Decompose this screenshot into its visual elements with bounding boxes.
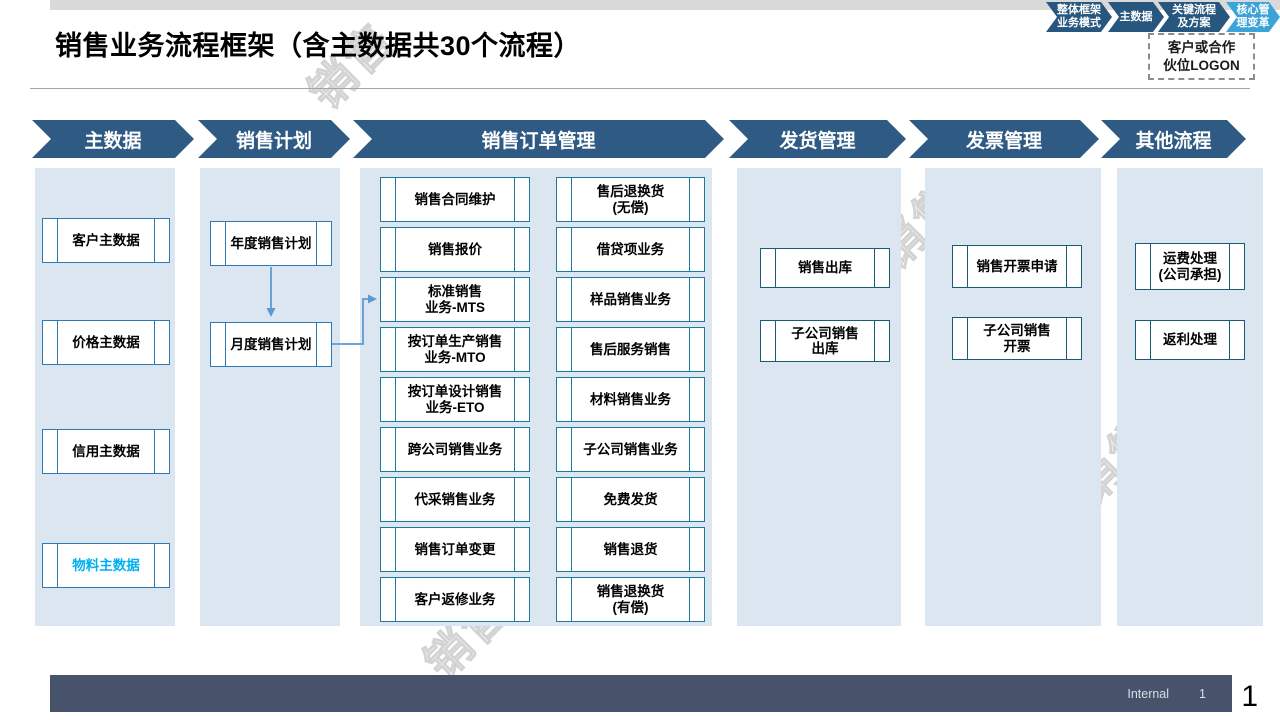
process-box-material-sales: 材料销售业务 xyxy=(556,377,705,422)
nav-tab-label: 整体框架 业务模式 xyxy=(1057,4,1101,29)
process-box-sales-outbound: 销售出库 xyxy=(760,248,890,288)
watermark: 销售 xyxy=(298,11,407,120)
process-box-sales-contract-maintenance: 销售合同维护 xyxy=(380,177,530,222)
process-box-label: 物料主数据 xyxy=(72,557,140,573)
process-box-label: 销售开票申请 xyxy=(976,258,1058,274)
process-box-label: 子公司销售 出库 xyxy=(791,325,859,356)
process-box-label: 客户返修业务 xyxy=(414,591,496,607)
process-box-cross-company-sales: 跨公司销售业务 xyxy=(380,427,530,472)
process-box-after-sales-return-free: 售后退换货 (无偿) xyxy=(556,177,705,222)
nav-tab-overall-framework: 整体框架 业务模式 xyxy=(1046,2,1112,32)
process-box-make-to-order-sales-mto: 按订单生产销售 业务-MTO xyxy=(380,327,530,372)
process-box-standard-sales-mts: 标准销售 业务-MTS xyxy=(380,277,530,322)
column-header-delivery-management: 发货管理 xyxy=(729,120,906,158)
process-box-sales-order-change: 销售订单变更 xyxy=(380,527,530,572)
process-box-label: 信用主数据 xyxy=(72,443,140,459)
process-box-customer-repair: 客户返修业务 xyxy=(380,577,530,622)
process-box-label: 标准销售 业务-MTS xyxy=(425,284,485,315)
process-box-label: 子公司销售 开票 xyxy=(983,323,1051,354)
process-box-label: 销售退换货 (有偿) xyxy=(596,584,665,615)
process-box-label: 客户主数据 xyxy=(72,232,140,248)
process-box-label: 按订单设计销售 业务-ETO xyxy=(407,384,503,415)
process-box-label: 销售出库 xyxy=(798,260,852,276)
process-box-label: 销售报价 xyxy=(428,241,482,257)
process-box-sales-quotation: 销售报价 xyxy=(380,227,530,272)
column-header-label: 销售计划 xyxy=(235,130,312,152)
process-box-subsidiary-sales: 子公司销售业务 xyxy=(556,427,705,472)
corner-page-number: 1 xyxy=(1241,680,1258,713)
process-box-label: 销售合同维护 xyxy=(414,191,496,207)
process-box-label: 售后服务销售 xyxy=(590,341,671,357)
column-header-other-processes: 其他流程 xyxy=(1101,120,1246,158)
slide-title: 销售业务流程框架（含主数据共30个流程） xyxy=(55,31,582,61)
title-divider xyxy=(30,88,1250,89)
process-box-engineer-to-order-sales-eto: 按订单设计销售 业务-ETO xyxy=(380,377,530,422)
process-box-label: 返利处理 xyxy=(1163,332,1217,348)
process-box-sales-return: 销售退货 xyxy=(556,527,705,572)
nav-tab-master-data: 主数据 xyxy=(1108,2,1164,32)
process-box-sales-billing-request: 销售开票申请 xyxy=(952,245,1082,288)
column-header-label: 发票管理 xyxy=(965,130,1042,152)
process-box-label: 借贷项业务 xyxy=(596,241,665,257)
footer-slide-number: 1 xyxy=(1199,686,1206,701)
column-header-invoice-management: 发票管理 xyxy=(909,120,1099,158)
process-box-sales-return-paid: 销售退换货 (有偿) xyxy=(556,577,705,622)
process-box-price-master-data: 价格主数据 xyxy=(42,320,170,365)
nav-tab-key-processes: 关键流程 及方案 xyxy=(1158,2,1230,32)
column-header-sales-plan: 销售计划 xyxy=(198,120,350,158)
process-box-sample-sales: 样品销售业务 xyxy=(556,277,705,322)
process-box-annual-sales-plan: 年度销售计划 xyxy=(210,221,332,266)
process-box-label: 代采销售业务 xyxy=(414,491,496,507)
process-box-label: 价格主数据 xyxy=(72,334,140,350)
process-box-purchase-agency-sales: 代采销售业务 xyxy=(380,477,530,522)
nav-tab-label: 关键流程 及方案 xyxy=(1172,4,1216,29)
process-box-rebate-handling: 返利处理 xyxy=(1135,320,1245,360)
process-box-debit-credit-memo: 借贷项业务 xyxy=(556,227,705,272)
top-strip xyxy=(50,0,1280,10)
process-box-subsidiary-sales-outbound: 子公司销售 出库 xyxy=(760,320,890,362)
process-box-label: 运费处理 (公司承担) xyxy=(1158,251,1222,282)
partner-logo-text: 客户或合作 伙位LOGON xyxy=(1163,39,1240,73)
column-panel-invoice-management xyxy=(925,168,1101,626)
nav-tab-label: 核心管 理变革 xyxy=(1236,4,1270,29)
process-box-label: 销售订单变更 xyxy=(414,541,496,557)
process-box-subsidiary-sales-billing: 子公司销售 开票 xyxy=(952,317,1082,360)
process-box-free-delivery: 免费发货 xyxy=(556,477,705,522)
process-box-credit-master-data: 信用主数据 xyxy=(42,429,170,474)
column-panel-delivery-management xyxy=(737,168,901,626)
process-box-label: 免费发货 xyxy=(603,491,658,507)
process-box-label: 年度销售计划 xyxy=(230,235,312,251)
column-header-label: 主数据 xyxy=(84,130,142,152)
process-box-label: 销售退货 xyxy=(603,541,658,557)
column-header-label: 发货管理 xyxy=(779,130,856,152)
process-box-label: 月度销售计划 xyxy=(230,336,312,352)
column-panel-other-processes xyxy=(1117,168,1263,626)
process-box-monthly-sales-plan: 月度销售计划 xyxy=(210,322,332,367)
partner-logo-placeholder: 客户或合作 伙位LOGON xyxy=(1148,33,1255,80)
footer-bar: Internal 1 xyxy=(50,675,1232,712)
process-box-label: 跨公司销售业务 xyxy=(407,441,503,457)
process-box-freight-handling: 运费处理 (公司承担) xyxy=(1135,243,1245,290)
column-header-sales-order-management: 销售订单管理 xyxy=(353,120,724,158)
process-box-label: 按订单生产销售 业务-MTO xyxy=(407,334,503,365)
column-header-label: 销售订单管理 xyxy=(481,130,596,152)
process-box-label: 售后退换货 (无偿) xyxy=(596,184,665,215)
process-box-after-sales-service-sales: 售后服务销售 xyxy=(556,327,705,372)
process-box-label: 样品销售业务 xyxy=(590,291,671,307)
process-box-label: 子公司销售业务 xyxy=(583,441,678,457)
column-header-master-data: 主数据 xyxy=(32,120,194,158)
nav-tab-label: 主数据 xyxy=(1119,10,1153,23)
nav-tab-core-change: 核心管 理变革 xyxy=(1226,2,1280,32)
footer-classification: Internal xyxy=(1127,686,1170,701)
process-box-customer-master-data: 客户主数据 xyxy=(42,218,170,263)
process-box-label: 材料销售业务 xyxy=(590,391,671,407)
process-box-material-master-data: 物料主数据 xyxy=(42,543,170,588)
column-header-label: 其他流程 xyxy=(1135,130,1212,152)
